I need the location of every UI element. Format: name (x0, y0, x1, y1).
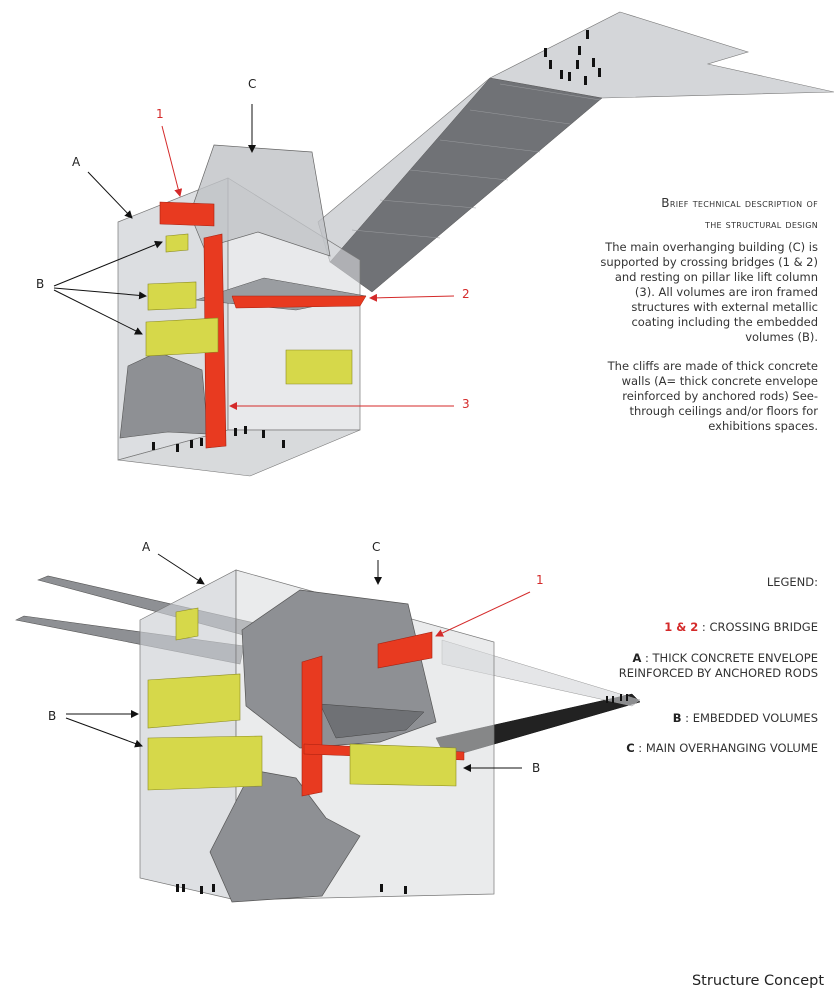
bottom-label-a: A (142, 540, 151, 554)
top-label-b: B (36, 277, 44, 291)
top-yellow-volume-2 (147, 281, 197, 311)
legend-title: LEGEND: (766, 575, 818, 589)
top-yellow-volume-3 (145, 317, 219, 357)
legend-key: C (626, 741, 635, 755)
top-arrow-b-3 (53, 289, 143, 335)
top-arrow-a (87, 171, 133, 219)
description-paragraph: The main overhanging building (C) is sup… (600, 240, 818, 344)
legend-text: : THICK CONCRETE ENVELOPE REINFORCED BY … (618, 651, 818, 680)
top-label-2: 2 (462, 287, 470, 301)
legend-item: 1 & 2 : CROSSING BRIDGE (588, 620, 818, 635)
bottom-red-column (301, 655, 323, 797)
top-arrow-1 (161, 125, 183, 197)
bottom-arrow-a (157, 553, 205, 585)
top-stair-steps (329, 77, 603, 293)
bottom-yellow-volume-1 (175, 607, 199, 641)
top-ramp-people (544, 30, 601, 85)
bottom-ramp-people (606, 694, 628, 703)
bottom-label-1: 1 (536, 573, 544, 587)
bottom-yellow-volume-4 (349, 743, 457, 787)
bottom-view: A C B B 1 (15, 540, 641, 903)
top-yellow-volume-4 (285, 349, 353, 385)
bottom-label-b-right: B (532, 761, 540, 775)
legend-item: B : EMBEDDED VOLUMES (588, 711, 818, 726)
top-red-bridge-1 (159, 201, 215, 227)
bottom-red-bridge-1 (377, 631, 433, 669)
legend-key: 1 & 2 (664, 620, 699, 634)
legend-key: B (672, 711, 682, 725)
bottom-label-b-left: B (48, 709, 56, 723)
bottom-yellow-volume-3 (147, 735, 263, 791)
description-paragraph: The cliffs are made of thick concrete wa… (607, 359, 818, 433)
legend-key: A (632, 651, 642, 665)
top-arrow-2 (369, 293, 455, 302)
top-label-1: 1 (156, 107, 164, 121)
bottom-yellow-volume-2 (147, 673, 241, 729)
top-arrow-b-2 (53, 287, 147, 300)
bottom-arrow-1 (435, 591, 531, 637)
legend-text: : EMBEDDED VOLUMES (681, 711, 818, 725)
top-stair-lines (351, 83, 601, 239)
legend-text: : MAIN OVERHANGING VOLUME (634, 741, 818, 755)
bottom-overhang-inner (319, 703, 425, 739)
bottom-overhang-volume-c (241, 589, 437, 749)
top-view: A C B 1 2 3 (36, 11, 834, 477)
bottom-label-c: C (372, 540, 380, 554)
legend-item: A : THICK CONCRETE ENVELOPE REINFORCED B… (588, 651, 818, 681)
caption: Structure Concept (691, 973, 824, 989)
top-label-c: C (248, 77, 256, 91)
description-title: Brief technical description of the struc… (558, 192, 818, 236)
top-label-a: A (72, 155, 81, 169)
legend-item: C : MAIN OVERHANGING VOLUME (588, 741, 818, 756)
top-base-people (152, 426, 285, 452)
top-arrow-b-1 (53, 240, 163, 287)
description-title-main: Brief technical description of (661, 196, 818, 210)
top-red-bridge-2 (231, 295, 367, 309)
bottom-base-people (176, 884, 407, 894)
description-body: The main overhanging building (C) is sup… (598, 240, 818, 448)
bottom-arrow-b-2 (65, 717, 143, 748)
legend-text: : CROSSING BRIDGE (698, 620, 818, 634)
top-label-3: 3 (462, 397, 470, 411)
top-yellow-volume-1 (165, 233, 189, 253)
description-title-sub: the structural design (705, 218, 818, 231)
